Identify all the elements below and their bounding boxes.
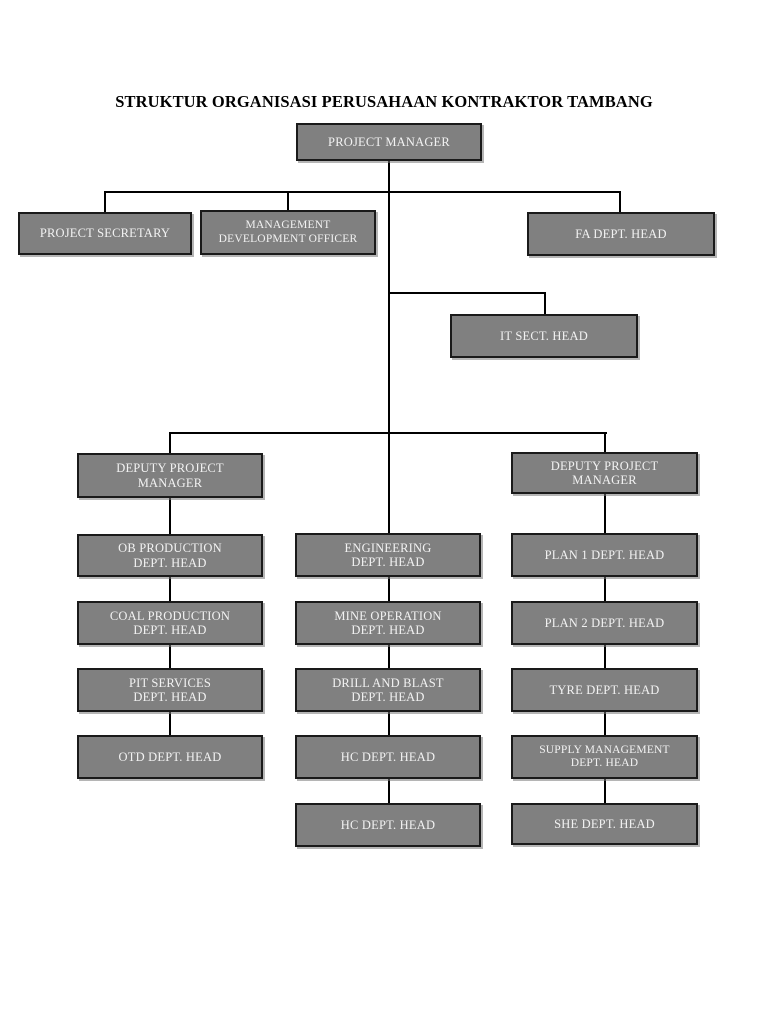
node-pit-services-dept-head[interactable]: PIT SERVICES DEPT. HEAD bbox=[77, 668, 263, 712]
node-management-development-officer[interactable]: MANAGEMENT DEVELOPMENT OFFICER bbox=[200, 210, 376, 255]
node-deputy-project-manager-left[interactable]: DEPUTY PROJECT MANAGER bbox=[77, 453, 263, 498]
node-fa-dept-head[interactable]: FA DEPT. HEAD bbox=[527, 212, 715, 256]
node-it-sect-head[interactable]: IT SECT. HEAD bbox=[450, 314, 638, 358]
node-ob-production-dept-head[interactable]: OB PRODUCTION DEPT. HEAD bbox=[77, 534, 263, 577]
connector-right-supply-to-she bbox=[604, 779, 606, 803]
connector-left-coal-to-pit bbox=[169, 645, 171, 668]
node-plan-2-dept-head[interactable]: PLAN 2 DEPT. HEAD bbox=[511, 601, 698, 645]
node-otd-dept-head[interactable]: OTD DEPT. HEAD bbox=[77, 735, 263, 779]
node-mine-operation-dept-head[interactable]: MINE OPERATION DEPT. HEAD bbox=[295, 601, 481, 645]
connector-middle-hc1-to-hc2 bbox=[388, 779, 390, 803]
node-engineering-dept-head[interactable]: ENGINEERING DEPT. HEAD bbox=[295, 533, 481, 577]
connector-drop-deputy-right bbox=[604, 432, 606, 452]
node-hc-dept-head-1[interactable]: HC DEPT. HEAD bbox=[295, 735, 481, 779]
node-hc-dept-head-2[interactable]: HC DEPT. HEAD bbox=[295, 803, 481, 847]
connector-right-dpm-to-plan1 bbox=[604, 494, 606, 533]
connector-middle-drill-to-hc1 bbox=[388, 712, 390, 735]
connector-level2-bus bbox=[105, 191, 621, 193]
node-drill-and-blast-dept-head[interactable]: DRILL AND BLAST DEPT. HEAD bbox=[295, 668, 481, 712]
connector-it-sect-elbow-horizontal bbox=[388, 292, 546, 294]
connector-main-trunk bbox=[388, 191, 390, 533]
connector-pm-down bbox=[388, 160, 390, 192]
connector-it-sect-elbow-drop bbox=[544, 292, 546, 314]
connector-drop-mdo bbox=[287, 191, 289, 210]
node-project-secretary[interactable]: PROJECT SECRETARY bbox=[18, 212, 192, 255]
connector-level4-bus bbox=[170, 432, 607, 434]
page-title: STRUKTUR ORGANISASI PERUSAHAAN KONTRAKTO… bbox=[115, 92, 653, 111]
connector-right-plan2-to-tyre bbox=[604, 645, 606, 668]
node-tyre-dept-head[interactable]: TYRE DEPT. HEAD bbox=[511, 668, 698, 712]
connector-drop-deputy-left bbox=[169, 432, 171, 453]
connector-drop-project-secretary bbox=[104, 191, 106, 212]
node-plan-1-dept-head[interactable]: PLAN 1 DEPT. HEAD bbox=[511, 533, 698, 577]
node-she-dept-head[interactable]: SHE DEPT. HEAD bbox=[511, 803, 698, 845]
node-deputy-project-manager-right[interactable]: DEPUTY PROJECT MANAGER bbox=[511, 452, 698, 494]
connector-right-tyre-to-supply bbox=[604, 712, 606, 735]
connector-middle-mine-to-drill bbox=[388, 645, 390, 668]
connector-drop-fa-dept-head bbox=[619, 191, 621, 212]
node-coal-production-dept-head[interactable]: COAL PRODUCTION DEPT. HEAD bbox=[77, 601, 263, 645]
node-project-manager[interactable]: PROJECT MANAGER bbox=[296, 123, 482, 161]
connector-left-dpm-to-ob bbox=[169, 498, 171, 534]
connector-left-pit-to-otd bbox=[169, 712, 171, 735]
node-supply-management-dept-head[interactable]: SUPPLY MANAGEMENT DEPT. HEAD bbox=[511, 735, 698, 779]
connector-right-plan1-to-plan2 bbox=[604, 577, 606, 601]
connector-left-ob-to-coal bbox=[169, 577, 171, 601]
connector-middle-eng-to-mine bbox=[388, 577, 390, 601]
